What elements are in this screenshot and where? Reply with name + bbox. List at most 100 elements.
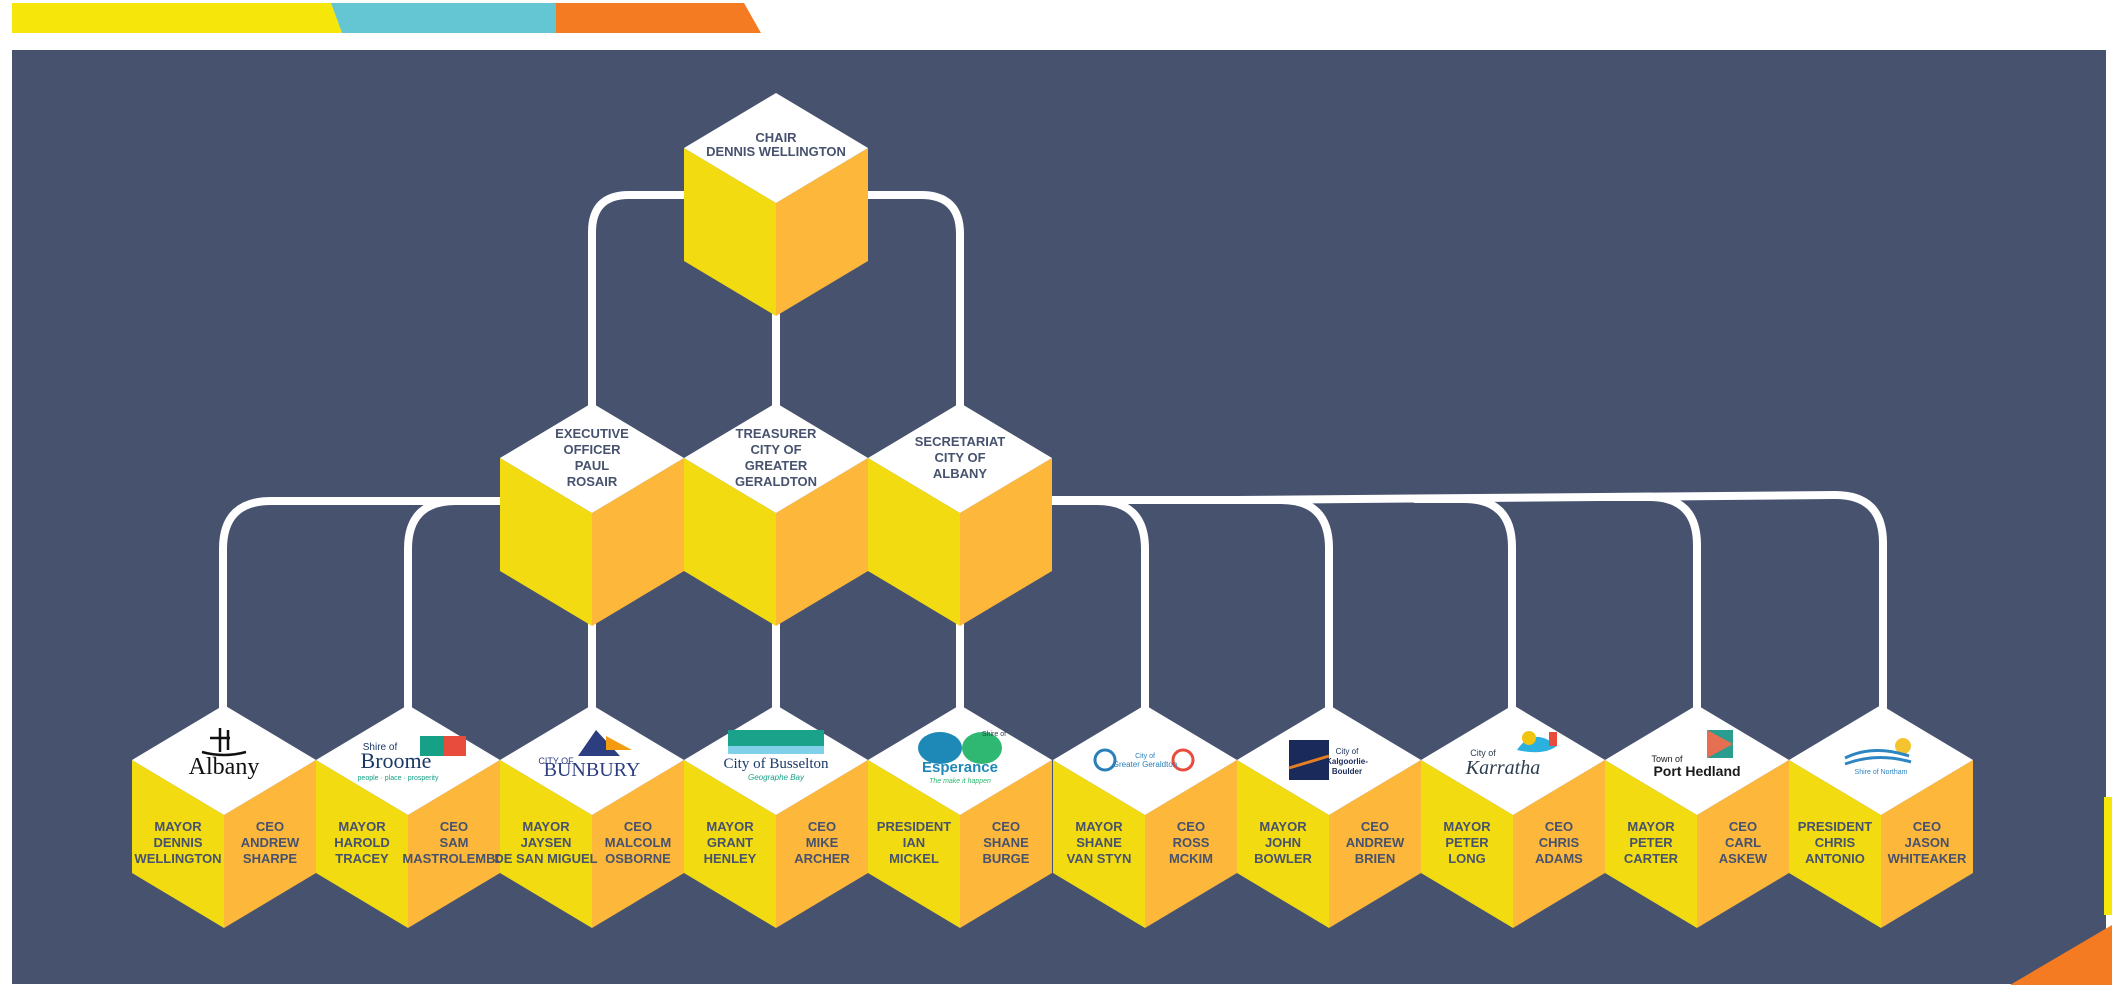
logo-text: Shire of — [982, 731, 1006, 738]
karratha-red-icon — [1549, 732, 1557, 746]
text-line: MAYOR — [706, 819, 754, 834]
logo-text: Geographe Bay — [748, 773, 805, 782]
cube-top-face — [316, 705, 500, 815]
broome-sun-icon — [444, 736, 466, 756]
text-line: ANDREW — [241, 835, 300, 850]
cube-top-face — [868, 705, 1052, 815]
port-hedland-arrow-icon — [1707, 730, 1733, 758]
cube-left-face — [684, 148, 776, 316]
cube-right-face — [1513, 760, 1605, 928]
text-line: CEO — [1545, 819, 1573, 834]
logo-text: CITY OF — [538, 756, 574, 766]
text-line: MALCOLM — [605, 835, 671, 850]
connector-chair-to-secretariat — [863, 191, 964, 409]
text-line: CEO — [1913, 819, 1941, 834]
logo-text: Albany — [189, 754, 260, 780]
text-line: MAYOR — [1627, 819, 1675, 834]
connector-chair-to-executive — [588, 191, 687, 409]
cube-left-face — [868, 458, 960, 626]
text-line: LONG — [1448, 851, 1486, 866]
strip-yellow — [12, 3, 342, 33]
cube-right-face — [1697, 760, 1789, 928]
connector-albany — [219, 497, 505, 714]
text-line: SHARPE — [243, 851, 298, 866]
text-line: SAM — [440, 835, 469, 850]
logo-text: people · place · prosperity — [358, 775, 439, 782]
text-line: SHANE — [983, 835, 1029, 850]
logo-text: The make it happen — [929, 778, 991, 785]
text-line: WHITEAKER — [1888, 851, 1967, 866]
cube-right-face — [592, 760, 684, 928]
esperance-tree-icon — [962, 732, 1002, 764]
text-line: ANDREW — [1346, 835, 1405, 850]
text-line: JASON — [1905, 835, 1950, 850]
text-line: PRESIDENT — [1798, 819, 1872, 834]
cube-left-face — [1421, 760, 1513, 928]
cube-left-face — [684, 458, 776, 626]
cube-top-face — [1789, 705, 1973, 815]
albany-logo-icon: Albany — [189, 728, 260, 780]
kalgoorlie-mark-icon — [1289, 740, 1329, 780]
logo-text: City of — [1470, 748, 1496, 758]
logo-text: City of — [1135, 753, 1155, 760]
text-line: MAYOR — [338, 819, 386, 834]
northam-sun-icon — [1895, 738, 1911, 754]
kalgoorlie-stripe-icon — [1288, 754, 1330, 770]
header-color-strip — [12, 3, 761, 33]
logo-text: Greater Geraldton — [1113, 760, 1177, 769]
cube-right-face — [1145, 760, 1237, 928]
text-line: GREATER — [745, 458, 808, 473]
text-line: TRACEY — [335, 851, 389, 866]
cube-left-face — [1053, 760, 1145, 928]
cube-left-face — [684, 760, 776, 928]
text-line: BURGE — [983, 851, 1030, 866]
connector-kalgoorlie — [1231, 496, 1333, 714]
text-line: ROSAIR — [567, 474, 618, 489]
logo-text: City of Busselton — [723, 756, 829, 772]
text-line: MAYOR — [1075, 819, 1123, 834]
cube-right-face — [776, 458, 868, 626]
text-line: SHANE — [1076, 835, 1122, 850]
org-connectors — [219, 191, 1887, 714]
logo-text: Port Hedland — [1653, 763, 1740, 779]
logo-text: City of — [1336, 747, 1359, 756]
logo-text: Karratha — [1465, 757, 1540, 779]
text-line: CARTER — [1624, 851, 1679, 866]
text-line: IAN — [903, 835, 925, 850]
text-line: PAUL — [575, 458, 609, 473]
connector-geraldton — [1047, 497, 1149, 714]
text-line: CHAIR — [755, 130, 797, 145]
cube-right-face — [224, 760, 316, 928]
text-line: CARL — [1725, 835, 1761, 850]
logo-text: Shire of — [363, 742, 398, 753]
geraldton-star-icon — [1093, 748, 1117, 772]
cube-right-face — [960, 458, 1052, 626]
cube-right-face — [776, 148, 868, 316]
text-line: GERALDTON — [735, 474, 817, 489]
cube-left-face — [1237, 760, 1329, 928]
cube-left-face — [132, 760, 224, 928]
edge-accent-yellow — [2104, 797, 2112, 915]
esperance-wave-icon — [918, 732, 962, 764]
